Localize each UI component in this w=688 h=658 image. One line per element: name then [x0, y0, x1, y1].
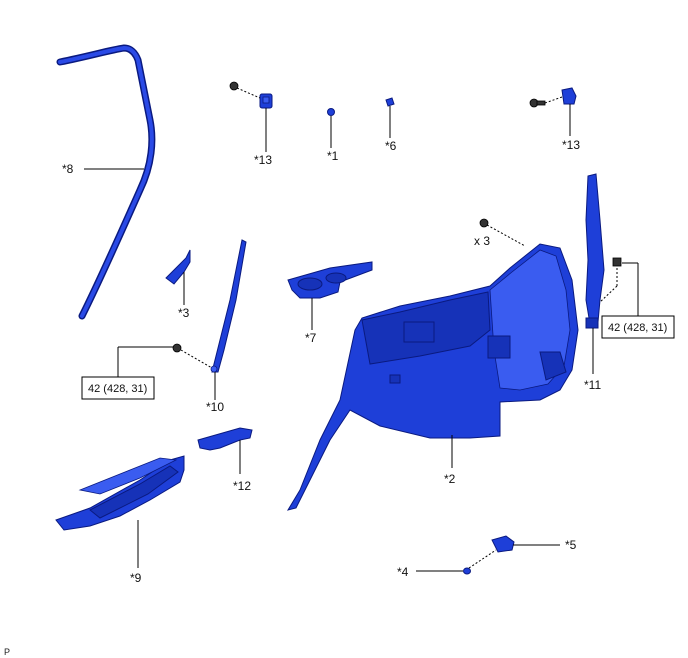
callout-2: *2 [444, 472, 456, 486]
torque-right-text: 42 (428, 31) [608, 322, 667, 334]
part-1-clip [327, 108, 335, 116]
callout-13-right: *13 [562, 138, 580, 152]
part-10-pillar-garnish [210, 239, 247, 373]
callout-1: *1 [327, 149, 339, 163]
torque-left-text: 42 (428, 31) [88, 383, 147, 395]
bolt-icon [479, 218, 489, 228]
callout-8: *8 [62, 162, 74, 176]
callout-6: *6 [385, 139, 397, 153]
callout-10: *10 [206, 400, 224, 414]
part-13-right-clip [529, 87, 577, 108]
part-5-clip [491, 535, 515, 553]
callout-9: *9 [130, 571, 142, 585]
part-11-pillar-garnish [585, 173, 605, 329]
torque-box-right [601, 315, 675, 339]
quantity-label: x 3 [474, 234, 490, 248]
part-8-weatherstrip [56, 44, 156, 320]
callout-7: *7 [305, 331, 317, 345]
part-3-trim [165, 249, 191, 285]
callout-4: *4 [397, 565, 409, 579]
bolt-icon [229, 81, 239, 91]
callout-11: *11 [584, 378, 601, 392]
callout-13-left: *13 [254, 153, 272, 167]
part-7-cup-holder [287, 261, 373, 299]
torque-box-left [81, 376, 155, 400]
bolt-icon [612, 257, 622, 267]
part-2-quarter-trim-panel [286, 243, 579, 511]
callout-5: *5 [565, 538, 577, 552]
part-9-scuff-plate [55, 455, 185, 531]
part-12-trim [197, 427, 253, 451]
part-4-clip [463, 567, 471, 575]
callout-12: *12 [233, 479, 251, 493]
callout-3: *3 [178, 306, 190, 320]
part-6-clip [385, 97, 395, 107]
diagram-code: P [4, 647, 10, 657]
bolt-icon [172, 343, 182, 353]
part-13-left-clip [229, 81, 273, 109]
